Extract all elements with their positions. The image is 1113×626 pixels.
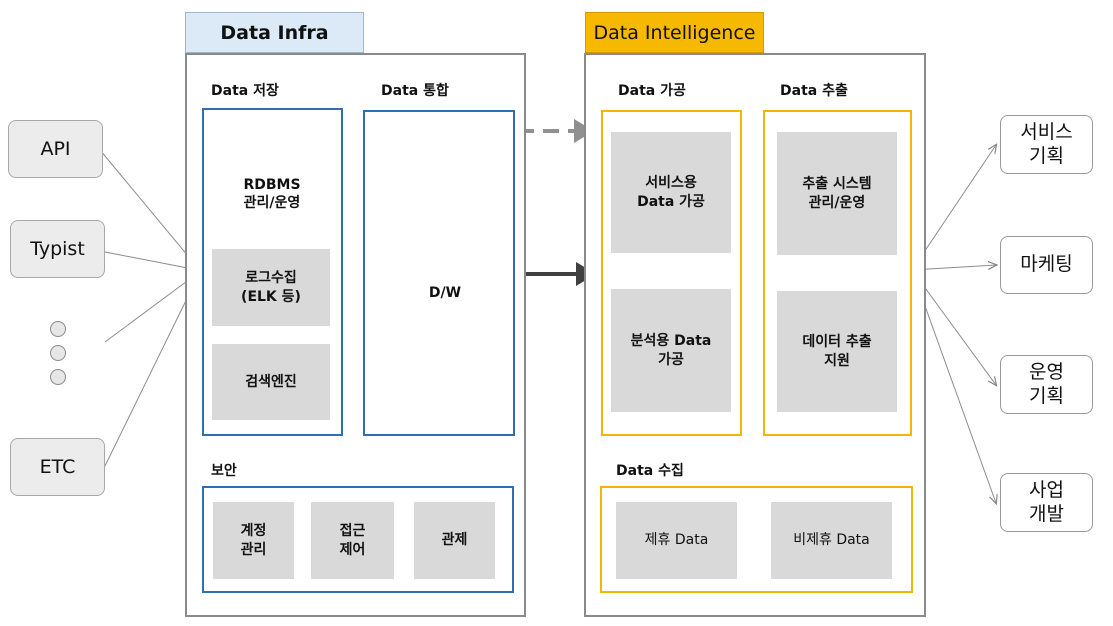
connector-api	[99, 149, 199, 269]
security-label: 보안	[211, 463, 237, 479]
output-biz-dev[interactable]: 사업 개발	[1000, 473, 1093, 532]
account-mgmt-box[interactable]: 계정 관리	[213, 502, 294, 579]
nonpartner-data-label: 비제휴 Data	[793, 532, 870, 549]
tab-data-infra-label: Data Infra	[220, 21, 329, 44]
processing-group	[601, 110, 742, 436]
source-typist[interactable]: Typist	[10, 220, 105, 278]
source-etc-label: ETC	[39, 456, 76, 478]
storage-label: Data 저장	[211, 83, 279, 99]
output-ops-planning[interactable]: 운영 기획	[1000, 355, 1093, 414]
nonpartner-data-box[interactable]: 비제휴 Data	[771, 502, 892, 579]
monitoring-box[interactable]: 관제	[414, 502, 495, 579]
extraction-system-label: 추출 시스템 관리/운영	[802, 176, 872, 211]
extraction-label: Data 추출	[780, 83, 848, 99]
connector-dots	[104, 272, 199, 343]
collection-group	[600, 486, 913, 593]
extraction-support-box[interactable]: 데이터 추출 지원	[777, 291, 897, 412]
log-collection-label: 로그수집 (ELK 등)	[241, 270, 301, 305]
source-api[interactable]: API	[8, 120, 103, 178]
storage-group	[202, 108, 343, 436]
tab-data-infra[interactable]: Data Infra	[185, 12, 364, 53]
ellipsis-dot	[50, 321, 66, 337]
security-group	[202, 486, 514, 593]
extraction-system-box[interactable]: 추출 시스템 관리/운영	[777, 132, 897, 255]
tab-data-intelligence-label: Data Intelligence	[593, 21, 756, 44]
processing-label: Data 가공	[618, 83, 686, 99]
monitoring-label: 관제	[441, 532, 468, 549]
service-processing-box[interactable]: 서비스용 Data 가공	[611, 132, 731, 253]
dw-label: D/W	[428, 285, 462, 301]
output-service-planning[interactable]: 서비스 기획	[1000, 115, 1093, 174]
ellipsis-dot	[50, 369, 66, 385]
account-mgmt-label: 계정 관리	[240, 523, 267, 558]
output-marketing-label: 마케팅	[1020, 253, 1073, 276]
log-collection-box[interactable]: 로그수집 (ELK 등)	[212, 249, 330, 326]
output-biz-dev-label: 사업 개발	[1029, 478, 1064, 525]
connector-to-ops-planning	[911, 269, 996, 385]
access-control-label: 접근 제어	[339, 523, 366, 558]
connector-to-service-planning	[911, 145, 996, 271]
connector-etc	[104, 275, 199, 467]
output-marketing[interactable]: 마케팅	[1000, 236, 1093, 294]
access-control-box[interactable]: 접근 제어	[311, 502, 394, 579]
output-service-planning-label: 서비스 기획	[1020, 120, 1073, 167]
partner-data-label: 제휴 Data	[644, 532, 709, 549]
extraction-support-label: 데이터 추출 지원	[802, 334, 872, 369]
output-ops-planning-label: 운영 기획	[1029, 360, 1064, 407]
extraction-group	[763, 110, 912, 436]
dw-node[interactable]: D/W	[378, 150, 512, 420]
collection-label: Data 수집	[616, 463, 684, 479]
rdbms-label: RDBMS 관리/운영	[243, 177, 301, 212]
tab-data-intelligence[interactable]: Data Intelligence	[585, 12, 764, 53]
ellipsis-dot	[50, 345, 66, 361]
analysis-processing-label: 분석용 Data 가공	[630, 333, 712, 368]
integration-label: Data 통합	[381, 83, 449, 99]
source-typist-label: Typist	[30, 238, 85, 260]
rdbms-node[interactable]: RDBMS 관리/운영	[213, 150, 331, 240]
search-engine-box[interactable]: 검색엔진	[212, 344, 330, 420]
connector-to-marketing	[911, 265, 996, 271]
search-engine-label: 검색엔진	[245, 373, 297, 390]
connector-typist	[104, 251, 199, 271]
source-etc[interactable]: ETC	[10, 438, 105, 496]
partner-data-box[interactable]: 제휴 Data	[616, 502, 737, 579]
source-api-label: API	[40, 138, 71, 160]
connector-to-biz-dev	[911, 269, 996, 503]
integration-group	[363, 110, 515, 436]
service-processing-label: 서비스용 Data 가공	[637, 175, 705, 210]
analysis-processing-box[interactable]: 분석용 Data 가공	[611, 289, 731, 412]
